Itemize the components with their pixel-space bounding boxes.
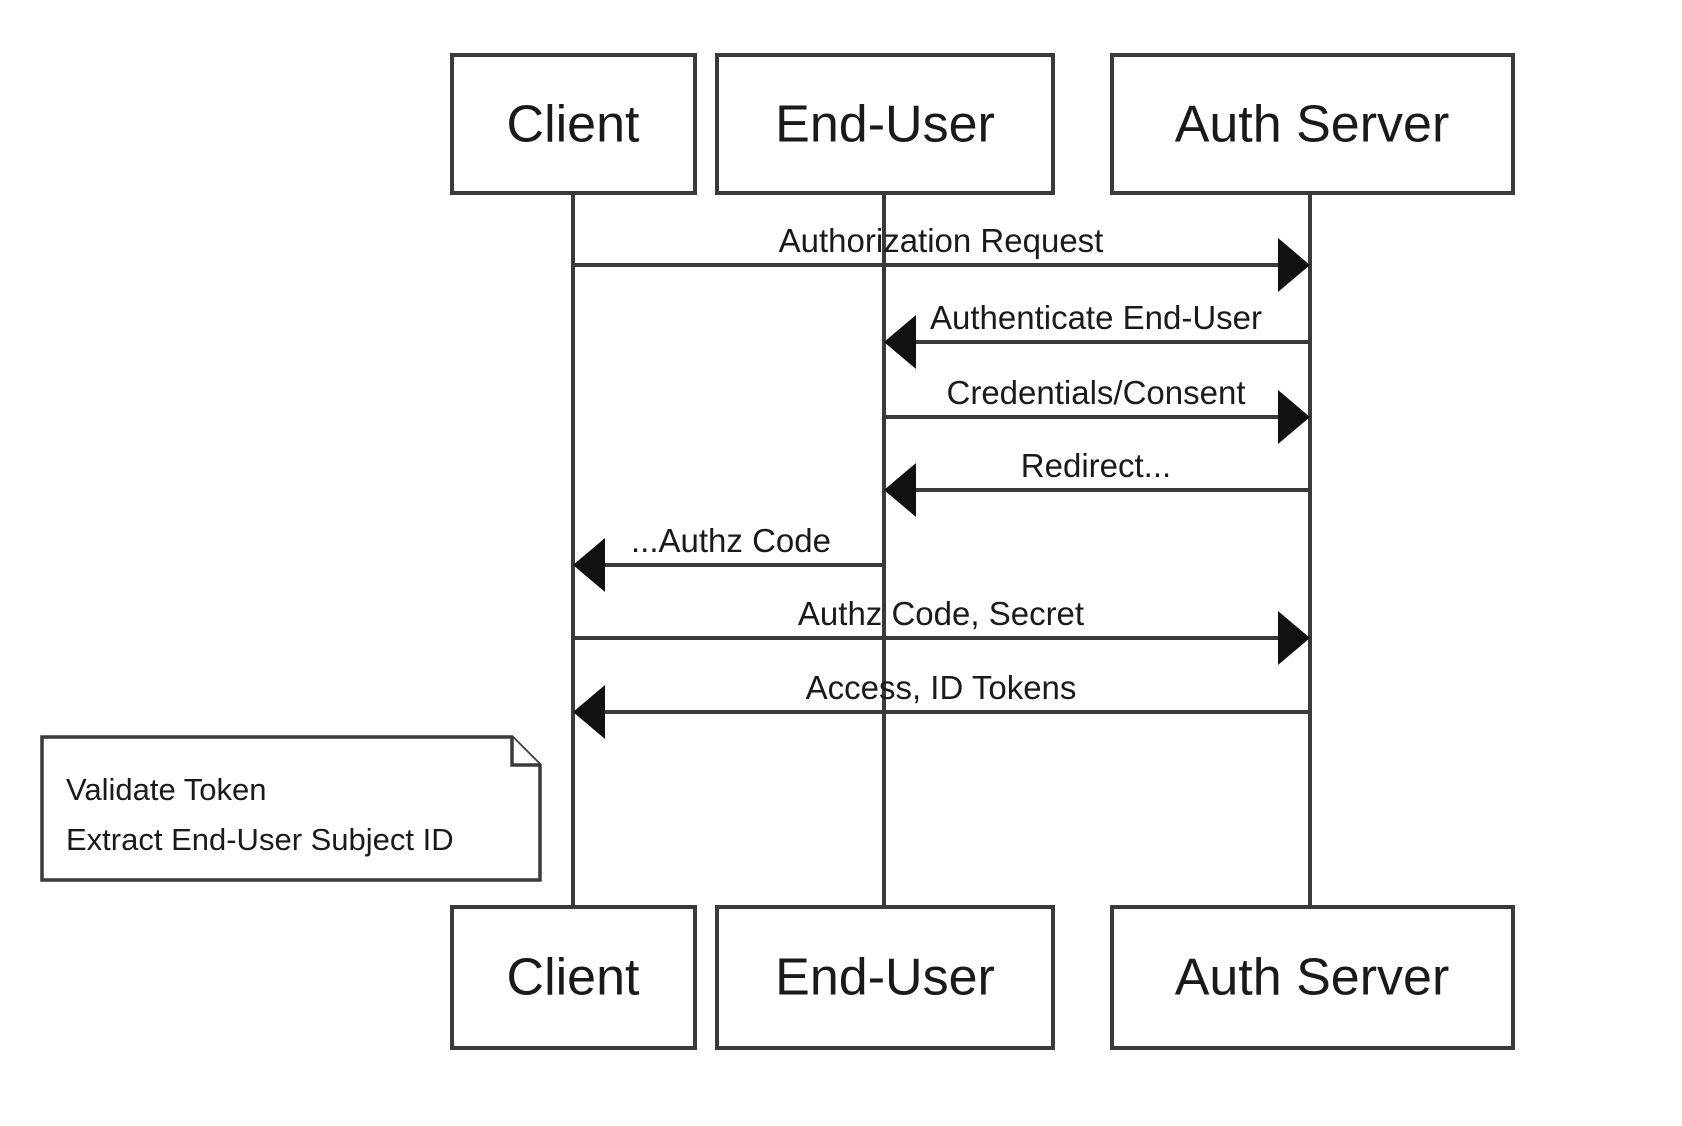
message-authorization-request-arrowhead-right-icon [1278,238,1310,292]
header-box-client-rect [450,53,697,195]
footer-participants-group: Client End-User Auth Server [450,905,1515,1050]
message-redirect-arrowhead-left-icon [884,463,916,517]
header-box-client-label: Client [507,96,640,154]
footer-box-end-user[interactable]: End-User [715,905,1055,1050]
header-box-auth-server[interactable]: Auth Server [1110,53,1515,195]
message-authenticate-end-user[interactable]: Authenticate End-User [884,299,1310,369]
footer-box-client[interactable]: Client [450,905,697,1050]
message-redirect-label: Redirect... [1021,447,1171,484]
validate-token-note[interactable]: Validate Token Extract End-User Subject … [40,735,542,882]
message-credentials-consent[interactable]: Credentials/Consent [884,374,1310,444]
message-access-id-tokens[interactable]: Access, ID Tokens [573,669,1310,739]
message-credentials-consent-label: Credentials/Consent [947,374,1246,411]
message-authenticate-end-user-arrowhead-left-icon [884,315,916,369]
message-redirect[interactable]: Redirect... [884,447,1310,517]
header-box-client[interactable]: Client [450,53,697,195]
footer-box-end-user-rect [715,905,1055,1050]
header-box-end-user-rect [715,53,1055,195]
message-authz-code-arrowhead-left-icon [573,538,605,592]
header-box-auth-server-label: Auth Server [1175,96,1450,154]
message-authenticate-end-user-label: Authenticate End-User [930,299,1262,336]
message-access-id-tokens-label: Access, ID Tokens [806,669,1077,706]
message-authorization-request[interactable]: Authorization Request [573,222,1310,292]
validate-token-note-line-1: Validate Token [66,772,267,807]
message-authorization-request-label: Authorization Request [779,222,1104,259]
message-authz-code-secret[interactable]: Authz Code, Secret [573,595,1310,665]
header-participants-group: Client End-User Auth Server [450,53,1515,195]
header-box-end-user-label: End-User [775,96,995,154]
footer-box-auth-server-rect [1110,905,1515,1050]
message-authz-code-secret-arrowhead-right-icon [1278,611,1310,665]
footer-box-client-rect [450,905,697,1050]
validate-token-note-line-2: Extract End-User Subject ID [66,822,454,857]
lifelines-group [571,193,1312,907]
footer-box-auth-server[interactable]: Auth Server [1110,905,1515,1050]
footer-box-auth-server-label: Auth Server [1175,949,1450,1007]
message-access-id-tokens-arrowhead-left-icon [573,685,605,739]
header-box-end-user[interactable]: End-User [715,53,1055,195]
footer-box-client-label: Client [507,949,640,1007]
header-box-auth-server-rect [1110,53,1515,195]
message-authz-code-label: ...Authz Code [631,522,831,559]
message-credentials-consent-arrowhead-right-icon [1278,390,1310,444]
validate-token-note-fold-icon [510,737,540,767]
footer-box-end-user-label: End-User [775,949,995,1007]
validate-token-note-shape [40,735,542,882]
message-authz-code[interactable]: ...Authz Code [573,522,884,592]
message-authz-code-secret-label: Authz Code, Secret [798,595,1084,632]
